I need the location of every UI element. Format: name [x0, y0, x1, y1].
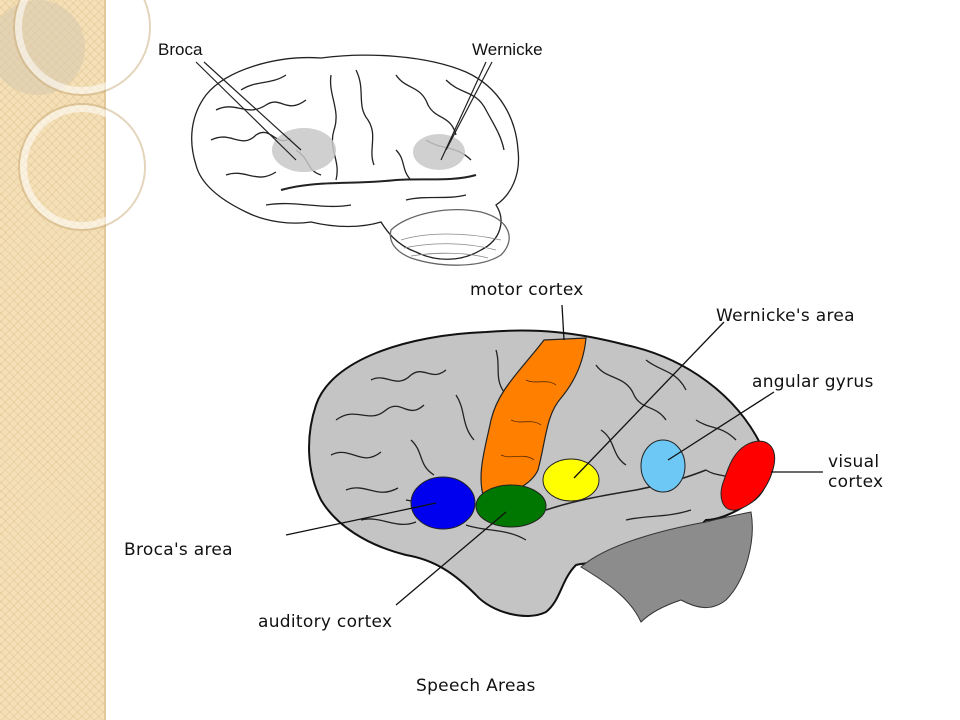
top-broca-shade — [272, 128, 336, 172]
decorative-ring — [20, 105, 144, 229]
decorative-ring — [15, 0, 149, 94]
top-brain-drawing — [191, 54, 823, 623]
wernickes-area-region — [542, 458, 600, 502]
angular-gyrus-region — [640, 439, 686, 493]
label-visual-cortex-line2: cortex — [828, 472, 884, 492]
top-brain-outline — [191, 54, 520, 266]
label-wernicke: Wernicke — [472, 40, 543, 59]
label-motor-cortex: motor cortex — [470, 280, 584, 300]
label-angular-gyrus: angular gyrus — [752, 372, 874, 392]
speech-areas-diagram: Broca Wernicke motor cortex Wernicke's a… — [106, 0, 960, 720]
top-wernicke-shade — [413, 134, 465, 170]
top-leader-lines — [195, 61, 493, 161]
motor-cortex-texture — [500, 379, 557, 461]
bottom-leader-lines — [285, 304, 823, 606]
label-visual-cortex-line1: visual — [828, 452, 880, 472]
visual-cortex-region — [720, 440, 776, 511]
brocas-area-region — [410, 476, 476, 530]
label-broca: Broca — [158, 40, 203, 59]
diagram-caption: Speech Areas — [416, 676, 536, 696]
label-wernickes-area: Wernicke's area — [716, 306, 855, 326]
cerebellum — [580, 511, 753, 623]
label-brocas-area: Broca's area — [124, 540, 233, 560]
auditory-cortex-region — [475, 484, 547, 528]
label-auditory-cortex: auditory cortex — [258, 612, 393, 632]
decorative-side-strip — [0, 0, 149, 720]
